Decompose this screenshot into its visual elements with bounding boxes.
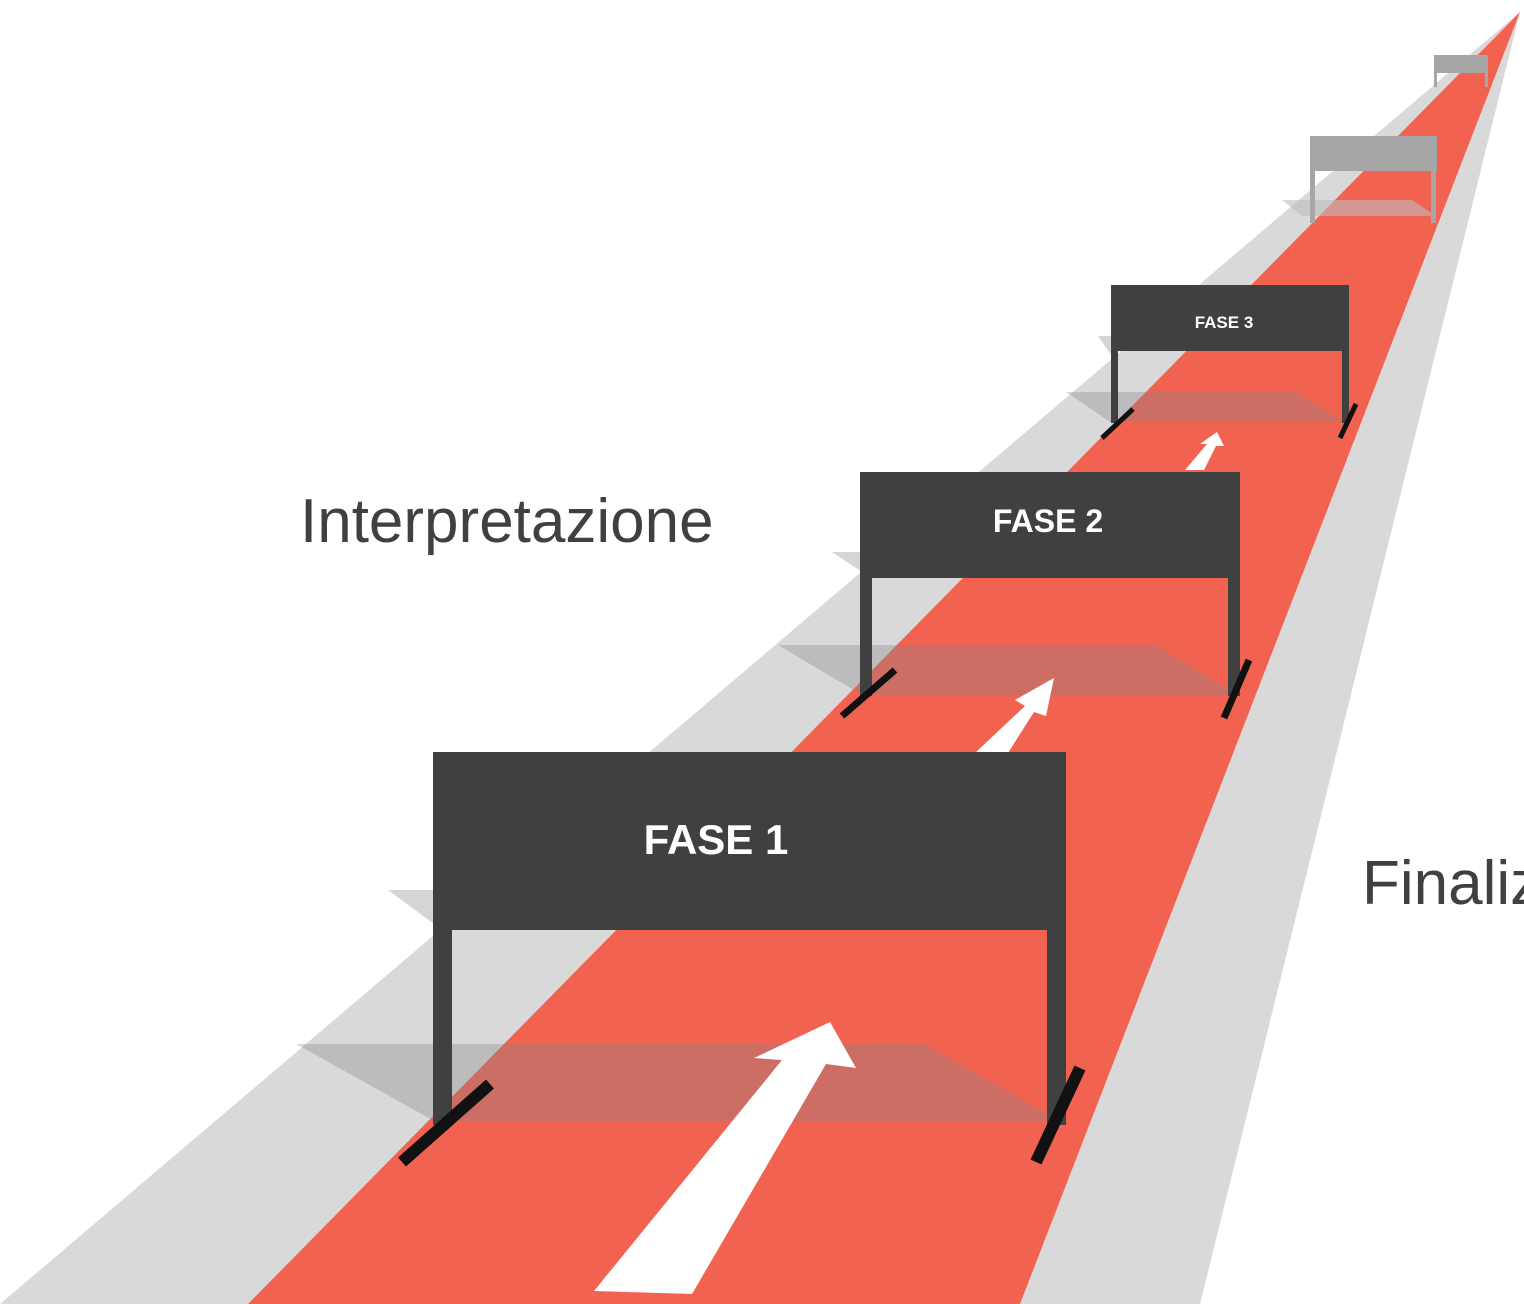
direction-arrow-3 <box>1185 432 1224 470</box>
phase-label-interpretazione: Interpretazione <box>300 487 714 556</box>
hurdle-2-label: FASE 2 <box>993 503 1103 539</box>
hurdle-far-5 <box>1434 55 1488 87</box>
phase-label-finalizzazione: Finaliz <box>1362 849 1524 918</box>
direction-arrow-2 <box>975 678 1054 753</box>
hurdle-1 <box>296 752 1086 1167</box>
hurdle-2 <box>778 472 1253 720</box>
hurdle-3-label: FASE 3 <box>1195 313 1254 332</box>
hurdle-far-4 <box>1282 136 1437 223</box>
hurdle-3 <box>1066 285 1359 440</box>
hurdle-1-label: FASE 1 <box>644 816 789 863</box>
direction-arrow-1 <box>594 1022 856 1294</box>
